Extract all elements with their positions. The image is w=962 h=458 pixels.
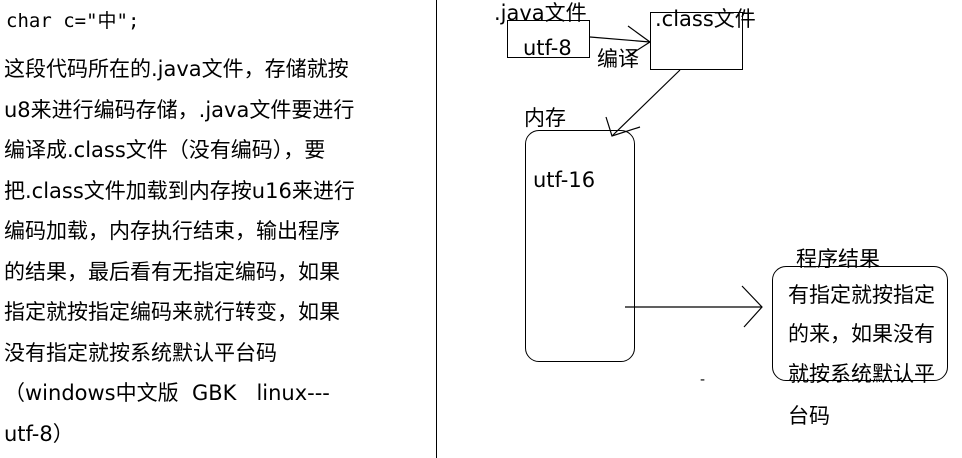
result-title: 程序结果 xyxy=(796,247,880,271)
load-arrow xyxy=(611,69,681,137)
explanation-line: utf-8） xyxy=(4,421,74,446)
panel-divider xyxy=(436,0,437,458)
explanation-line: （windows中文版 GBK linux--- xyxy=(4,381,330,405)
memory-encoding: utf-16 xyxy=(533,168,596,192)
stray-mark: - xyxy=(700,372,706,388)
explanation-line: 的结果，最后看有无指定编码，如果 xyxy=(4,259,340,284)
memory-title: 内存 xyxy=(524,106,566,130)
java-file-title: .java文件 xyxy=(494,1,587,25)
compile-label: 编译 xyxy=(597,47,639,71)
result-line: 就按系统默认平 xyxy=(788,362,935,386)
result-line: 的来，如果没有 xyxy=(788,322,935,346)
code-snippet: char c="中"; xyxy=(6,10,140,32)
java-file-encoding: utf-8 xyxy=(523,36,572,60)
class-file-title: .class文件 xyxy=(655,7,756,31)
explanation-line: 把.class文件加载到内存按u16来进行 xyxy=(4,178,355,203)
explanation-line: 编码加载，内存执行结束，输出程序 xyxy=(4,219,340,243)
memory-box xyxy=(525,130,635,362)
explanation-line: 编译成.class文件（没有编码），要 xyxy=(4,138,326,162)
result-line: 台码 xyxy=(788,404,830,428)
compile-arrow xyxy=(589,36,651,43)
output-arrowhead xyxy=(741,285,763,328)
result-line: 有指定就按指定 xyxy=(788,283,935,307)
explanation-text: 这段代码所在的.java文件，存储就按 u8来进行编码存储，.java文件要进行… xyxy=(4,49,404,454)
load-arrowhead xyxy=(605,116,641,137)
explanation-line: 指定就按指定编码来就行转变，如果 xyxy=(4,300,340,324)
explanation-line: 没有指定就按系统默认平台码 xyxy=(4,340,277,365)
explanation-panel: char c="中"; 这段代码所在的.java文件，存储就按 u8来进行编码存… xyxy=(0,0,436,458)
java-file-box xyxy=(507,20,590,58)
result-box xyxy=(772,266,948,381)
explanation-line: u8来进行编码存储，.java文件要进行 xyxy=(4,97,355,122)
explanation-line: 这段代码所在的.java文件，存储就按 xyxy=(4,57,349,81)
class-file-box xyxy=(650,12,743,70)
